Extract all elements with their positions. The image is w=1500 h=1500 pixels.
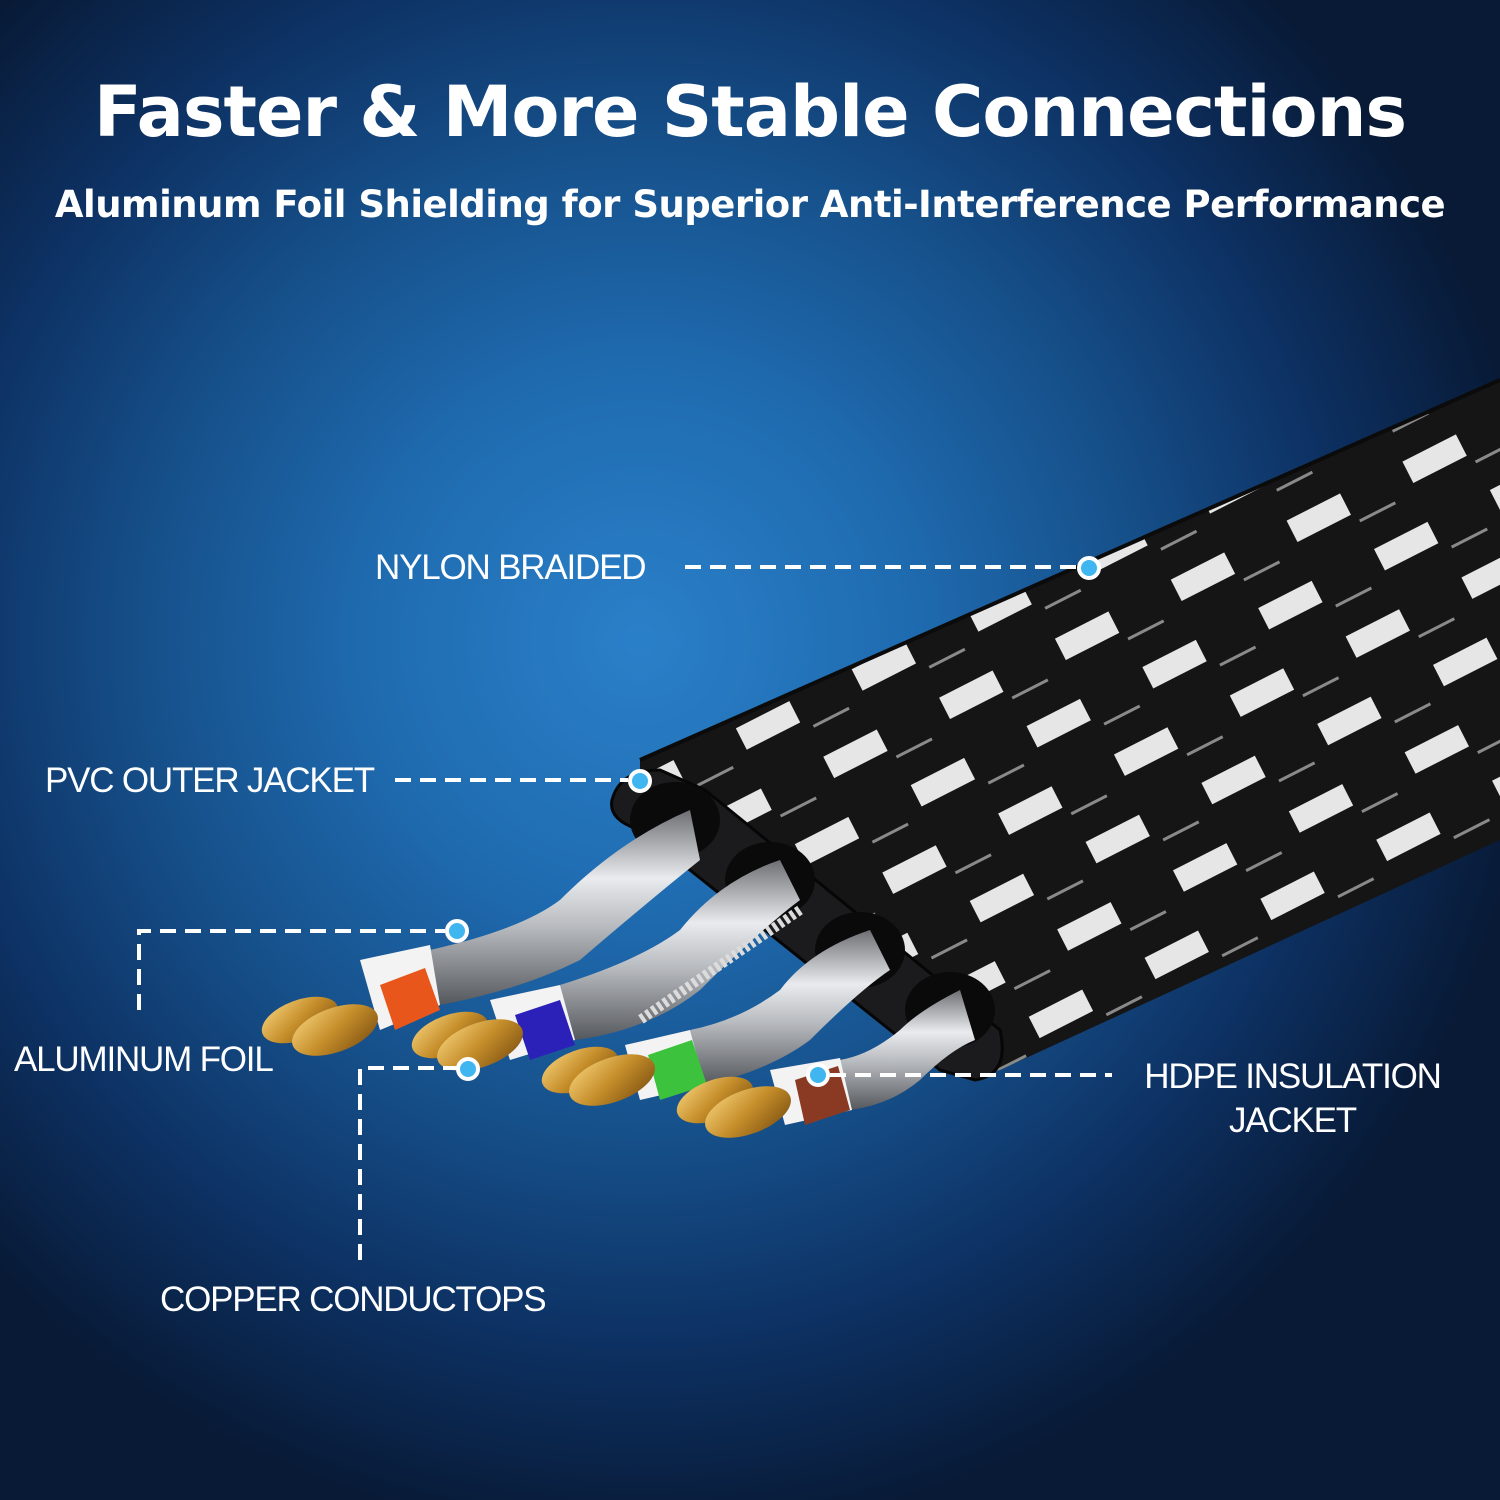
page-subtitle: Aluminum Foil Shielding for Superior Ant… <box>54 183 1446 226</box>
callout-dots <box>445 556 1101 1087</box>
dot-hdpe-insulation <box>806 1063 830 1087</box>
label-copper-conductors: COPPER CONDUCTOPS <box>160 1280 547 1319</box>
wire-pair-blue <box>411 860 800 1071</box>
leader-aluminum-foil <box>137 929 445 1010</box>
drain-wire <box>637 905 803 1025</box>
wire-pair-green <box>541 930 890 1106</box>
dot-aluminum-foil <box>445 919 469 943</box>
label-aluminum-foil: ALUMINUM FOIL <box>14 1040 274 1079</box>
dot-copper-conductors <box>456 1057 480 1081</box>
leader-lines <box>137 565 1112 1260</box>
dot-pvc-outer-jacket <box>628 769 652 793</box>
page-title: Faster & More Stable Connections <box>93 71 1407 153</box>
label-hdpe-insulation-jacket: HDPE INSULATION JACKET <box>1130 1057 1455 1141</box>
label-pvc-outer-jacket: PVC OUTER JACKET <box>45 761 375 800</box>
label-hdpe-line1: HDPE INSULATION <box>1144 1057 1442 1096</box>
label-hdpe-line2: JACKET <box>1229 1101 1357 1140</box>
dot-nylon-braided <box>1077 556 1101 580</box>
leader-copper-conductors <box>358 1066 458 1260</box>
wire-pair-orange <box>261 810 700 1056</box>
label-nylon-braided: NYLON BRAIDED <box>375 548 646 587</box>
braided-cable-body <box>639 378 1500 1072</box>
